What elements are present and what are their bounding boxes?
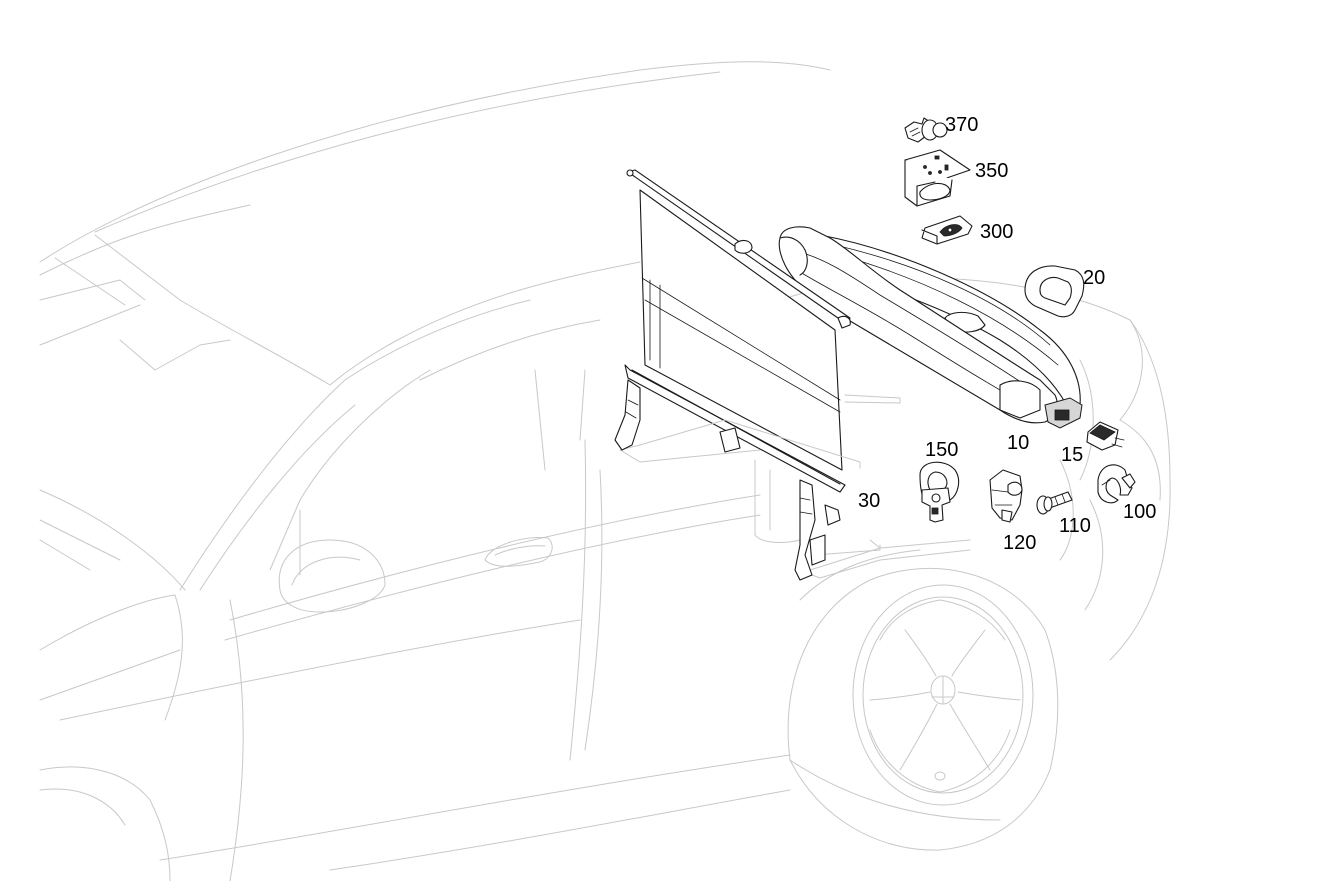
label-30: 30: [858, 490, 881, 512]
vehicle-outline: [39, 61, 1171, 881]
label-370: 370: [945, 114, 979, 136]
trim-ring-20: [1024, 265, 1085, 318]
label-110: 110: [1059, 515, 1091, 537]
clip-rivet-370: [904, 117, 948, 143]
mounting-block-120: [989, 469, 1023, 523]
label-300: 300: [980, 221, 1014, 243]
bracket-350: [904, 149, 971, 207]
end-cap-15: [1086, 421, 1125, 451]
partition-net-30: [614, 169, 901, 581]
hook-bracket-100: [1097, 464, 1136, 504]
label-150: 150: [925, 439, 959, 461]
label-10: 10: [1007, 432, 1030, 454]
label-100: 100: [1123, 501, 1157, 523]
lashing-eye-150: [919, 461, 960, 523]
bolt-110: [1036, 491, 1073, 515]
wheel: [852, 584, 1034, 806]
luggage-cover-10: [778, 226, 1083, 429]
label-20: 20: [1083, 267, 1106, 289]
label-15: 15: [1061, 444, 1084, 466]
latch-300: [921, 215, 973, 245]
label-350: 350: [975, 160, 1009, 182]
label-120: 120: [1003, 532, 1037, 554]
